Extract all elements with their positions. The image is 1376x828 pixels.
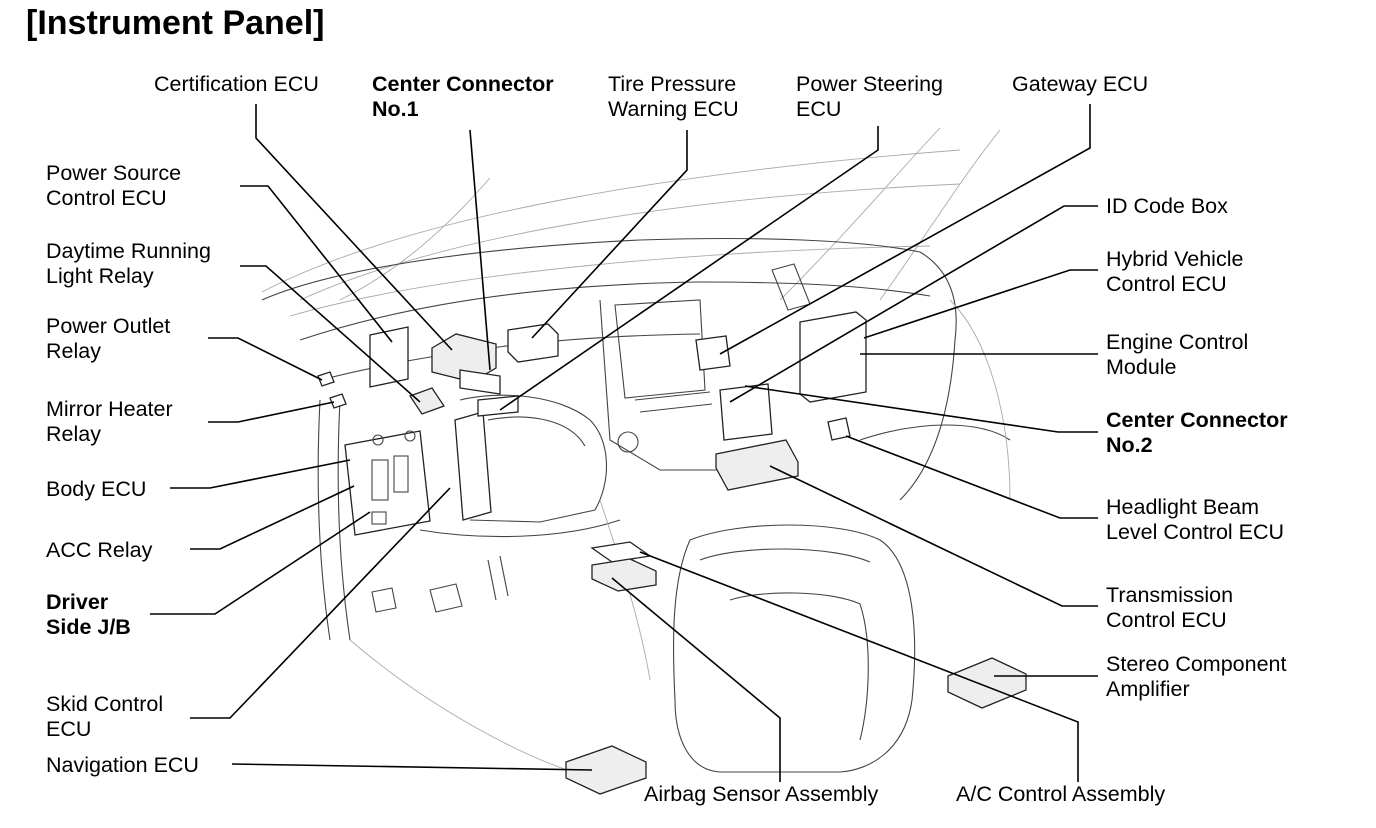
label-navigation-ecu: Navigation ECU [46,753,199,777]
gateway-ecu-part [695,335,731,371]
leader-lines [150,104,1098,782]
mirror-heater-relay-part [329,393,347,409]
daytime-relay-part [409,387,445,415]
stereo-amplifier-part [947,657,1027,709]
transmission-ecu-part [715,439,799,491]
headlight-beam-ecu-part [827,417,851,441]
label-certification-ecu: Certification ECU [154,72,319,96]
power-outlet-relay-part [317,371,335,387]
label-ac-control-assembly: A/C Control Assembly [956,782,1165,806]
power-source-ecu-part [369,326,409,388]
page-title: [Instrument Panel] [26,4,324,42]
dashboard-drawing [261,127,1011,781]
center-connector-1-part [459,369,501,395]
components [317,263,1027,795]
label-acc-relay: ACC Relay [46,538,153,562]
label-id-code-box: ID Code Box [1106,194,1228,218]
label-gateway-ecu: Gateway ECU [1012,72,1148,96]
tire-pressure-ecu-part [507,323,559,363]
label-body-ecu: Body ECU [46,477,146,501]
hybrid-ecu-part [799,311,867,403]
skid-control-ecu-part [454,411,492,521]
label-airbag-sensor-assembly: Airbag Sensor Assembly [644,782,878,806]
power-steering-ecu-part [477,395,519,417]
airbag-sensor-part [591,558,657,592]
navigation-ecu-part [565,745,647,795]
id-code-box-part [719,383,773,441]
